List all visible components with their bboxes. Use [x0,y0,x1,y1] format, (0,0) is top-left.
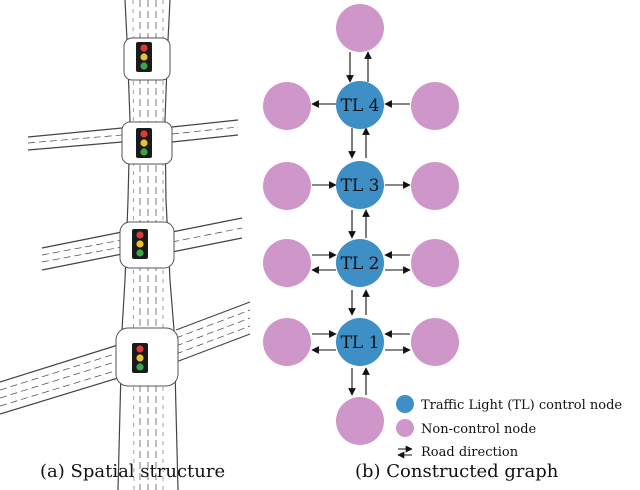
non-control-node-top [336,4,384,52]
control-node-label-tl2: TL 2 [341,254,380,274]
non-control-node-tl4-left [263,82,311,130]
legend-non-control-swatch [396,419,414,437]
cross-road-2 [41,217,243,271]
legend-non-control-label: Non-control node [421,422,537,437]
legend-control-swatch [396,395,414,413]
caption-spatial-structure: (a) Spatial structure [40,461,226,482]
traffic-light-icon-3 [136,128,152,158]
non-control-node-tl4-right [411,82,459,130]
control-node-tl4 [336,81,384,129]
caption-constructed-graph: (b) Constructed graph [355,461,559,482]
legend-road-direction-label: Road direction [421,445,519,460]
non-control-node-tl2-left [263,239,311,287]
control-node-tl3 [336,161,384,209]
control-node-label-tl3: TL 3 [341,176,380,196]
legend-control-label: Traffic Light (TL) control node [421,398,622,413]
non-control-node-bottom [336,397,384,445]
non-control-node-tl1-left [263,318,311,366]
traffic-light-icon-1 [132,343,148,373]
graph-edges [311,51,411,396]
intersections [115,37,179,387]
non-control-node-tl3-left [263,162,311,210]
control-node-tl2 [336,239,384,287]
double-arrow-icon [397,445,413,459]
control-node-label-tl4: TL 4 [341,96,380,116]
spatial-structure-panel [0,0,251,490]
control-node-tl1 [336,318,384,366]
legend: Traffic Light (TL) control node Non-cont… [396,395,622,460]
cross-road-3 [0,301,251,415]
non-control-node-tl1-right [411,318,459,366]
traffic-light-icon-2 [132,229,148,259]
non-control-node-tl2-right [411,239,459,287]
traffic-light-icon-4 [136,42,152,72]
cross-road-1 [27,119,239,151]
constructed-graph-panel: TL 4 TL 3 TL 2 TL 1 Traffic Light (TL) c… [263,4,622,460]
control-node-label-tl1: TL 1 [341,333,380,353]
non-control-node-tl3-right [411,162,459,210]
